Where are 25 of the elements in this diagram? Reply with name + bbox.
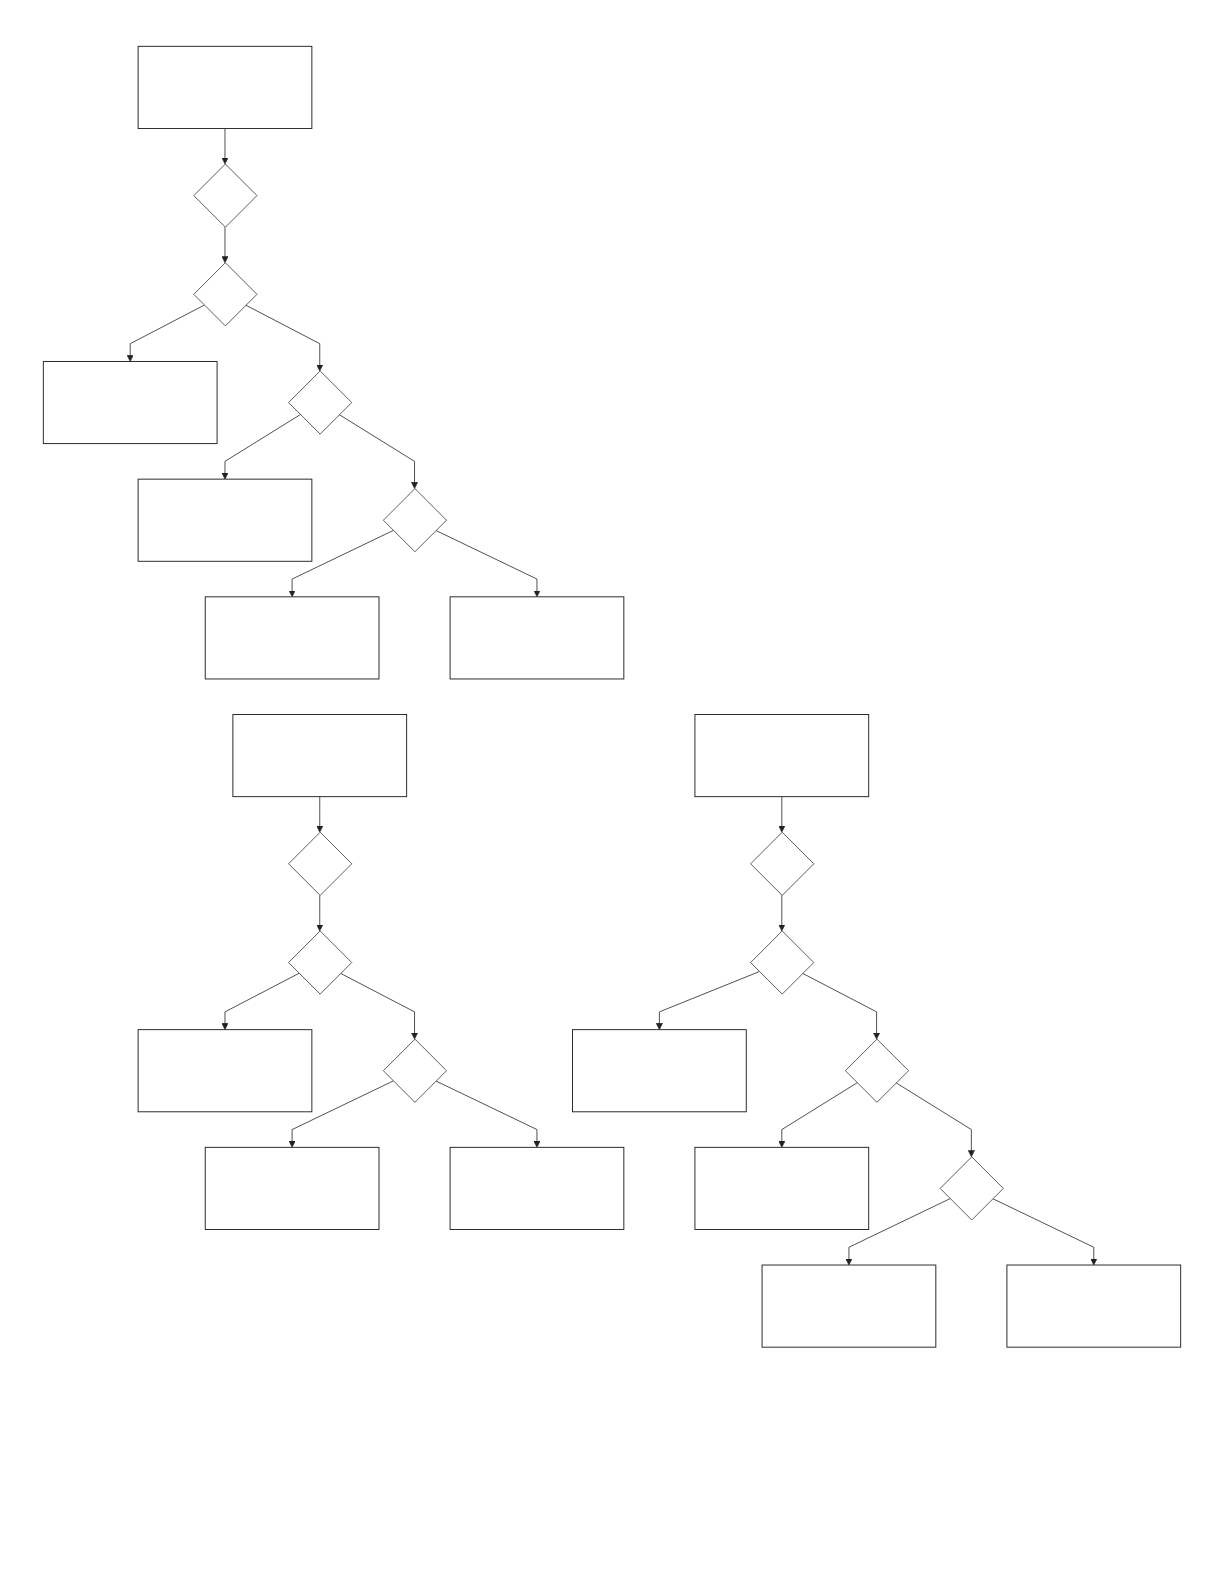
decision-diamond	[845, 1038, 909, 1103]
decision-diamond	[750, 831, 815, 896]
decision-diamond	[939, 1156, 1004, 1221]
process-box	[761, 1264, 937, 1348]
process-box	[232, 714, 408, 798]
process-box	[449, 596, 625, 680]
process-box	[42, 361, 218, 445]
decision-diamond	[288, 930, 353, 995]
decision-diamond	[193, 163, 258, 228]
process-box	[694, 1146, 870, 1230]
process-box	[204, 596, 380, 680]
decision-diamond	[382, 1038, 447, 1103]
decision-diamond	[382, 488, 447, 553]
decision-diamond	[288, 370, 353, 435]
process-box	[204, 1146, 380, 1230]
decision-diamond	[288, 831, 353, 896]
process-box	[449, 1146, 625, 1230]
process-box	[1006, 1264, 1182, 1348]
decision-diamond	[193, 262, 258, 327]
process-box	[137, 478, 313, 562]
process-box	[137, 45, 313, 129]
process-box	[694, 714, 870, 798]
decision-diamond	[750, 930, 815, 995]
process-box	[137, 1029, 313, 1113]
process-box	[572, 1029, 747, 1113]
